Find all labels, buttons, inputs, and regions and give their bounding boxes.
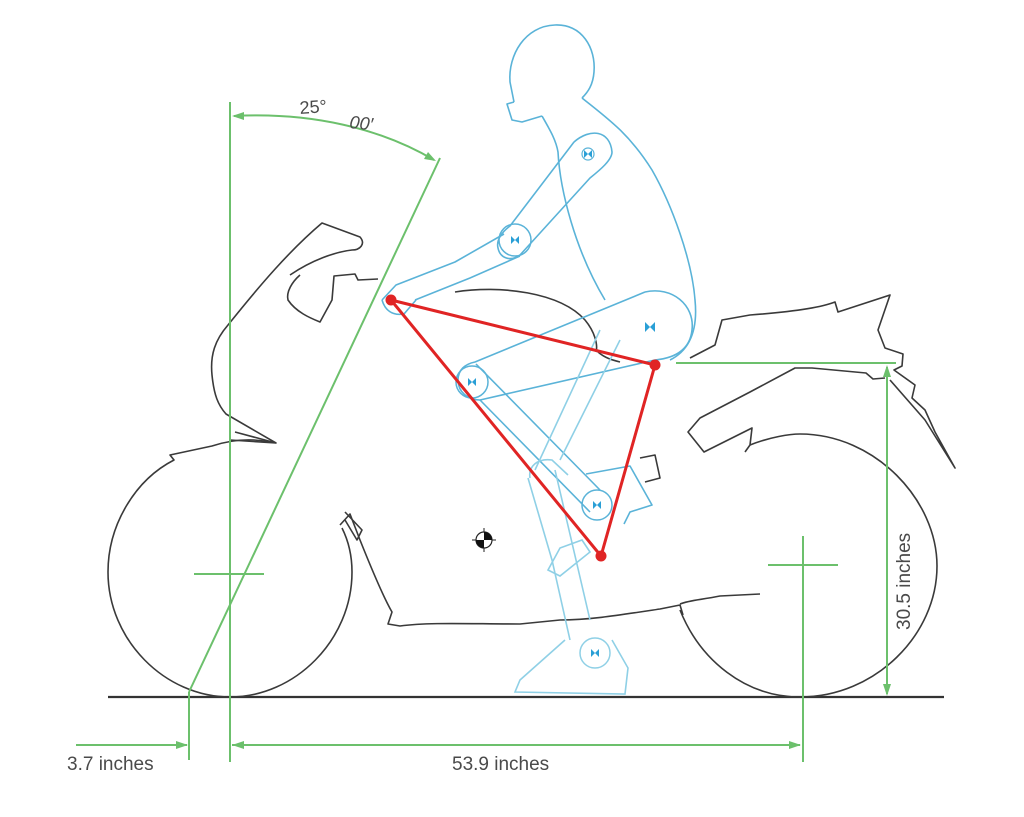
trail-arrow [176,741,188,749]
ankle-joint-icon [581,489,613,521]
rear-wheel [679,433,938,698]
tail-section [689,294,956,469]
rake-arrow-right [424,152,436,161]
rider-figure [381,24,697,695]
front-fairing [210,222,364,444]
rake-arrow-left [232,112,244,120]
ergonomic-triangle [385,294,661,562]
rider-forearm [381,233,521,301]
front-fender [229,431,277,444]
knee-joint-icon [455,365,489,399]
lower-fairing [339,513,684,627]
rider-shin-guard [585,465,653,525]
rider-torso-back [581,97,697,361]
footpeg-point [595,550,607,562]
tank-knee [597,351,621,363]
wheelbase-arrow-left [232,741,244,749]
rake-angle-arc [233,114,435,161]
joint-markers [455,147,655,669]
rider-face [506,101,543,123]
motorcycle-outline [107,222,956,698]
front-wheel [107,439,353,698]
hip-joint-icon [645,322,655,332]
elbow-joint-icon [498,223,532,257]
rider-torso-front [541,115,606,301]
seat-height-arrow-top [883,365,891,377]
seat-point [649,359,661,371]
rear-axle-crosshair-icon [768,536,838,762]
tail-underside [687,367,886,453]
fuel-tank [454,288,598,353]
rider-hip-line [534,329,621,471]
rider-upper-arm [496,132,613,260]
handlebar-point [385,294,397,306]
rider-reference-leg [513,458,629,695]
reference-ankle-joint-icon [579,637,611,669]
rake-angle-minutes-label: 00′ [349,112,375,134]
shoulder-joint-icon [581,147,595,161]
fairing-notch [344,511,363,541]
rider-lower-leg [475,363,601,513]
swingarm [679,593,761,605]
side-cover [639,454,661,483]
trail-label: 3.7 inches [67,754,154,775]
wheelbase-arrow-right [789,741,801,749]
steering-axis-line [188,157,441,693]
seat-height-arrow-bottom [883,684,891,696]
rider-head [509,24,595,103]
windscreen [286,273,379,323]
seat-height-label: 30.5 inches [894,533,915,630]
wheelbase-label: 53.9 inches [452,754,549,775]
center-of-gravity-icon [472,528,496,552]
rake-angle-degrees-label: 25° [299,96,328,118]
dimension-lines [76,102,896,762]
